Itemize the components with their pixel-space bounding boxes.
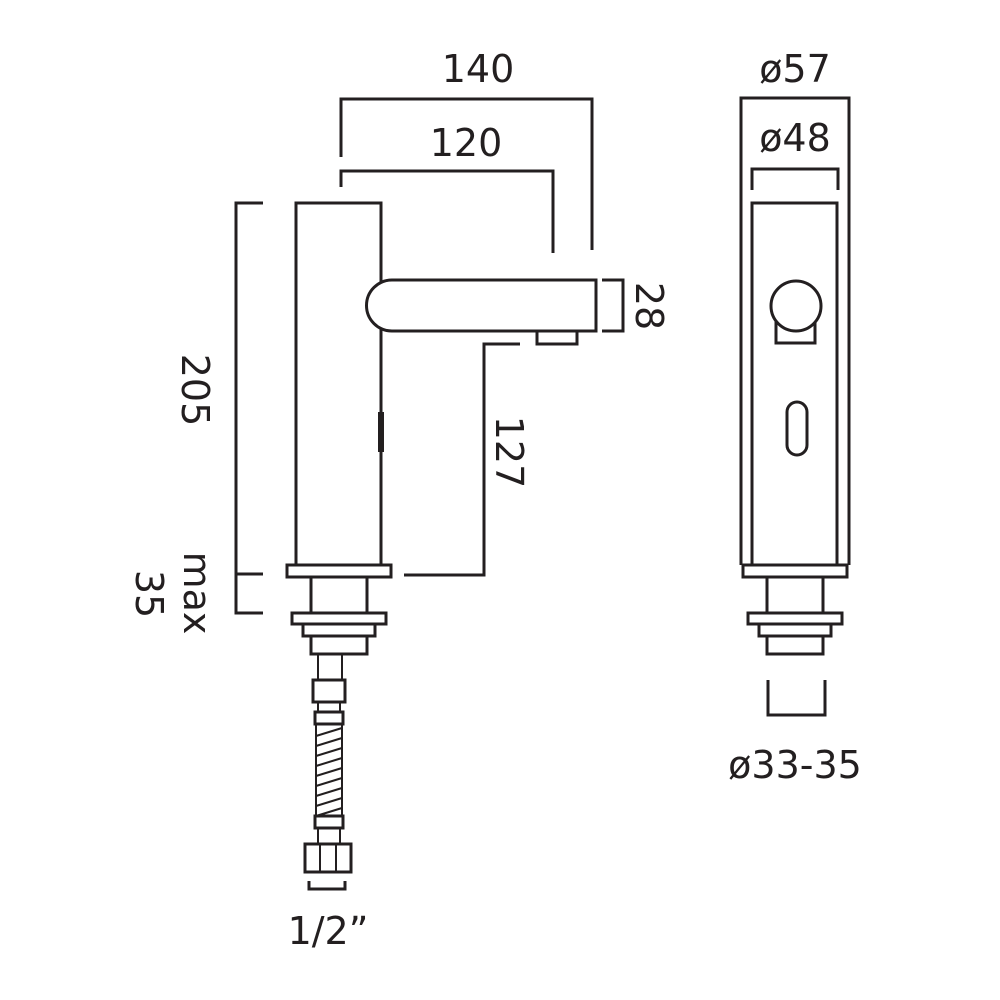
front-washer	[746, 611, 844, 626]
label-dia-48: ø48	[759, 116, 831, 160]
label-dia-57: ø57	[759, 47, 831, 91]
dim-line-205	[234, 201, 263, 615]
tap-body	[294, 201, 383, 567]
label-half-inch: 1/2”	[288, 909, 369, 953]
dim-line-127	[404, 342, 520, 577]
nut-lower	[309, 634, 369, 656]
sensor-window	[785, 400, 809, 457]
aerator	[535, 329, 579, 346]
front-nut	[757, 622, 833, 638]
dim-line-48	[750, 167, 840, 190]
front-view: ø57 ø48 ø33-35	[728, 47, 862, 787]
tap-spout	[365, 278, 598, 333]
front-shank	[765, 575, 825, 615]
front-spout-circle	[769, 279, 823, 333]
nut	[301, 622, 377, 638]
label-120: 120	[430, 121, 503, 165]
label-dia-33-35: ø33-35	[728, 743, 862, 787]
dim-line-28	[602, 278, 625, 333]
front-body	[750, 201, 839, 567]
flexible-hose	[303, 653, 353, 874]
label-max: max	[175, 552, 219, 635]
front-base-flange	[741, 563, 849, 579]
dim-line-140	[339, 97, 594, 250]
label-140: 140	[442, 47, 515, 91]
dim-line-half-inch	[307, 881, 347, 891]
front-nut-lower	[765, 634, 825, 656]
dim-line-33-35	[766, 680, 827, 717]
label-127: 127	[487, 416, 531, 489]
label-28: 28	[627, 282, 671, 330]
front-spout-drop	[774, 318, 817, 345]
label-35: 35	[127, 570, 171, 618]
washer	[290, 611, 388, 626]
dim-line-120	[339, 169, 555, 253]
base-flange	[285, 563, 393, 579]
label-205: 205	[173, 354, 217, 427]
side-view: 140 120 28 205 127 max 35 1/2”	[127, 47, 671, 953]
shank	[309, 575, 369, 615]
